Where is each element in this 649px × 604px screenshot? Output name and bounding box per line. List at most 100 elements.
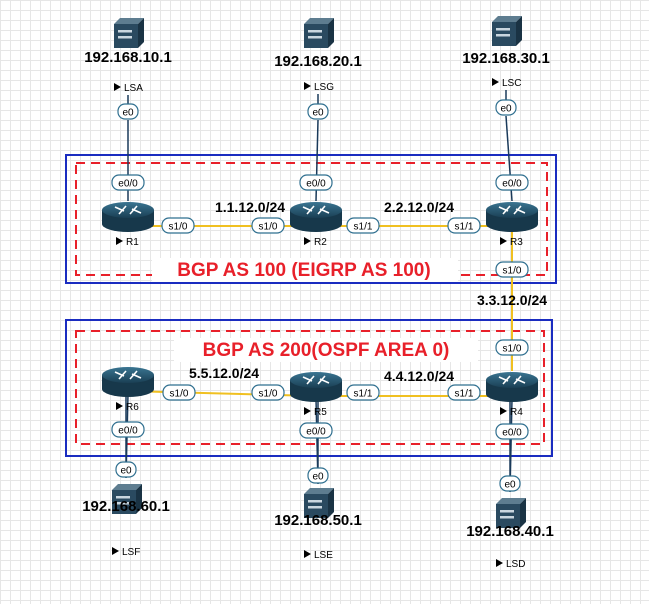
nodes-layer xyxy=(102,16,538,528)
port-LSG-e0: e0 xyxy=(312,108,324,119)
host-label-marker-icon xyxy=(114,83,121,91)
port-LSG-e0-badge xyxy=(307,103,329,120)
port-R6-e00-badge xyxy=(111,421,145,438)
host-label-LSG: LSG xyxy=(314,82,334,93)
port-R1-e00-badge xyxy=(111,174,145,191)
host-label-LSF: LSF xyxy=(122,547,140,558)
port-R2-to-R1-badge xyxy=(251,217,285,234)
router-label-R1: R1 xyxy=(126,237,139,248)
server-icon xyxy=(304,18,334,48)
port-R1-e00: e0/0 xyxy=(118,179,138,190)
port-R3-e00-badge xyxy=(495,174,529,191)
router-icon xyxy=(290,202,342,232)
labels-layer: BGP AS 100 (EIGRP AS 100) BGP AS 200(OSPF… xyxy=(82,49,554,570)
port-R5-to-R6: s1/0 xyxy=(259,389,278,400)
router-label-marker-icon xyxy=(500,407,507,415)
network-label-R2-R3: 2.2.12.0/24 xyxy=(384,199,454,215)
host-label-marker-icon xyxy=(304,82,311,90)
router-label-marker-icon xyxy=(304,407,311,415)
port-LSC-e0: e0 xyxy=(500,104,512,115)
port-R2-to-R3: s1/1 xyxy=(354,222,373,233)
area-label-backdrop xyxy=(174,338,478,362)
port-R2-to-R3-badge xyxy=(346,217,380,234)
host-ip-LSF: 192.168.60.1 xyxy=(82,498,170,515)
server-icon xyxy=(112,484,142,514)
host-ip-LSC: 192.168.30.1 xyxy=(462,50,550,67)
host-ip-LSA: 192.168.10.1 xyxy=(84,49,172,66)
router-label-marker-icon xyxy=(500,237,507,245)
port-R3-e00: e0/0 xyxy=(502,179,522,190)
server-icon xyxy=(114,18,144,48)
port-R2-e00: e0/0 xyxy=(306,179,326,190)
router-label-R5: R5 xyxy=(314,407,327,418)
port-R6-e00: e0/0 xyxy=(118,426,138,437)
host-ip-LSG: 192.168.20.1 xyxy=(274,53,362,70)
port-R4-to-R5-badge xyxy=(447,384,481,401)
network-label-R1-R2: 1.1.12.0/24 xyxy=(215,199,285,215)
router-label-marker-icon xyxy=(116,402,123,410)
port-R3-to-R4: s1/0 xyxy=(503,266,522,277)
port-LSD-e0: e0 xyxy=(504,480,516,491)
port-R5-to-R4-badge xyxy=(346,384,380,401)
network-label-R3-R4: 3.3.12.0/24 xyxy=(477,292,547,308)
host-ip-LSD: 192.168.40.1 xyxy=(466,523,554,540)
port-LSA-e0: e0 xyxy=(122,108,134,119)
port-R6-to-R5-badge xyxy=(162,384,196,401)
port-R5-to-R6-badge xyxy=(251,384,285,401)
host-label-marker-icon xyxy=(304,550,311,558)
port-R3-to-R4-badge xyxy=(495,261,529,278)
area-dashed-border-as200 xyxy=(75,330,545,445)
port-R5-e00: e0/0 xyxy=(306,427,326,438)
port-R1-to-R2-badge xyxy=(161,217,195,234)
host-label-LSA: LSA xyxy=(124,83,143,94)
host-label-marker-icon xyxy=(496,559,503,567)
network-label-R6-R5: 5.5.12.0/24 xyxy=(189,365,259,381)
router-icon xyxy=(102,367,154,397)
host-label-LSD: LSD xyxy=(506,559,525,570)
area-border-as200 xyxy=(65,319,553,457)
server-icon xyxy=(492,16,522,46)
host-ip-LSE: 192.168.50.1 xyxy=(274,512,362,529)
router-label-R3: R3 xyxy=(510,237,523,248)
area-border-as100 xyxy=(65,154,557,284)
port-LSF-e0-badge xyxy=(115,461,137,478)
host-label-LSC: LSC xyxy=(502,78,521,89)
port-LSA-e0-badge xyxy=(117,103,139,120)
port-R3-to-R2-badge xyxy=(447,217,481,234)
port-R2-to-R1: s1/0 xyxy=(259,222,278,233)
host-label-marker-icon xyxy=(112,547,119,555)
server-icon xyxy=(304,488,334,518)
port-LSE-e0: e0 xyxy=(312,472,324,483)
router-label-R6: R6 xyxy=(126,402,139,413)
port-R4-e00-badge xyxy=(495,423,529,440)
port-R4-e00: e0/0 xyxy=(502,428,522,439)
area-label-backdrop xyxy=(152,258,458,282)
port-R6-to-R5: s1/0 xyxy=(170,389,189,400)
port-LSC-e0-badge xyxy=(495,99,517,116)
router-label-R2: R2 xyxy=(314,237,327,248)
router-label-R4: R4 xyxy=(510,407,523,418)
port-LSF-e0: e0 xyxy=(120,466,132,477)
port-R3-to-R2: s1/1 xyxy=(455,222,474,233)
router-icon xyxy=(290,372,342,402)
area-label-as200: BGP AS 200(OSPF AREA 0) xyxy=(203,340,450,361)
port-R5-to-R4: s1/1 xyxy=(354,389,373,400)
router-icon xyxy=(486,202,538,232)
port-R2-e00-badge xyxy=(299,174,333,191)
area-label-as100: BGP AS 100 (EIGRP AS 100) xyxy=(177,260,430,281)
host-label-LSE: LSE xyxy=(314,550,333,561)
router-label-marker-icon xyxy=(304,237,311,245)
network-label-R5-R4: 4.4.12.0/24 xyxy=(384,368,454,384)
server-icon xyxy=(496,498,526,528)
port-R4-to-R3-badge xyxy=(495,339,529,356)
port-R1-to-R2: s1/0 xyxy=(169,222,188,233)
port-LSD-e0-badge xyxy=(499,475,521,492)
port-LSE-e0-badge xyxy=(307,467,329,484)
router-label-marker-icon xyxy=(116,237,123,245)
serial-link-R6-R5 xyxy=(127,390,317,397)
port-R4-to-R3: s1/0 xyxy=(503,344,522,355)
host-label-marker-icon xyxy=(492,78,499,86)
port-R4-to-R5: s1/1 xyxy=(455,389,474,400)
router-icon xyxy=(102,202,154,232)
